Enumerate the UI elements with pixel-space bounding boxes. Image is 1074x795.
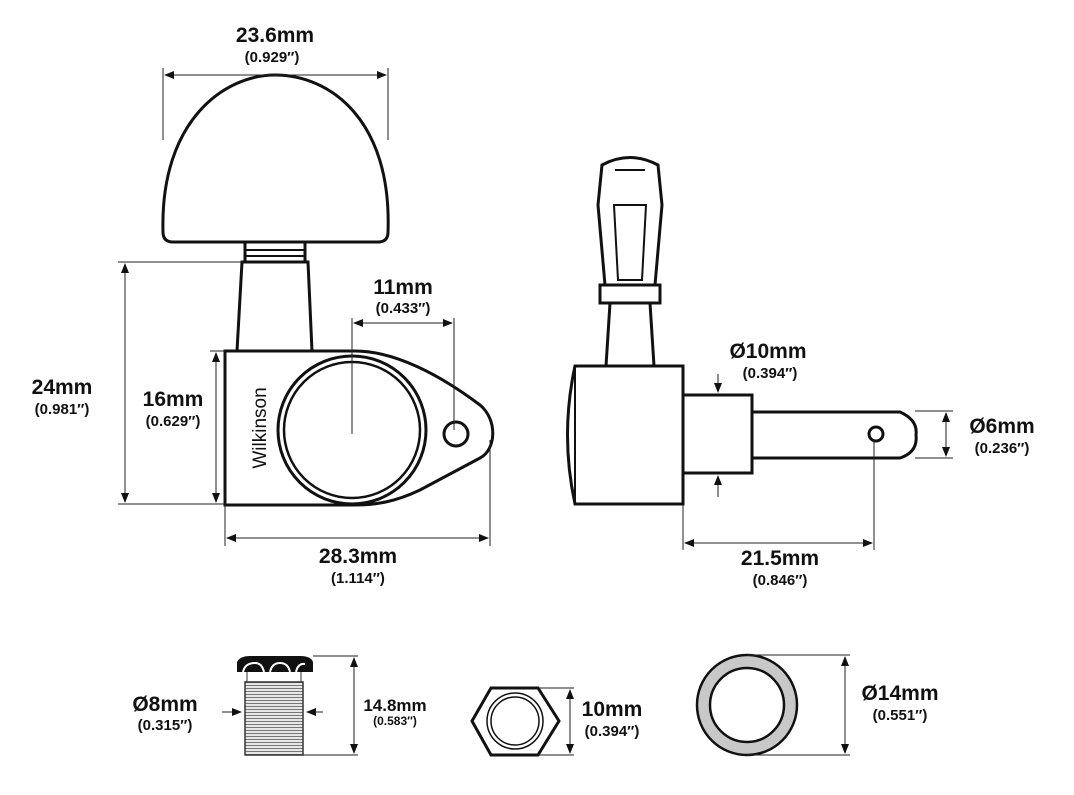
total-height-mm: 24mm: [32, 376, 93, 399]
nut-size-in: (0.394″): [585, 723, 640, 740]
front-view: Wilkinson 23.6mm (0.929″) 24mm (0.981″) …: [32, 24, 495, 587]
washer-dia-in: (0.551″): [873, 707, 928, 724]
knob-side: [596, 156, 664, 287]
shaft-base-dia-mm: Ø10mm: [729, 340, 806, 363]
washer: Ø14mm (0.551″): [695, 653, 939, 757]
housing-height-in: (0.629″): [146, 413, 201, 430]
hole-spacing-in: (0.433″): [376, 300, 431, 317]
mounting-hole: [442, 420, 470, 448]
post-length-mm: 21.5mm: [741, 547, 819, 570]
total-height-in: (0.981″): [35, 401, 90, 418]
brand-label: Wilkinson: [250, 387, 271, 468]
post-dia-mm: Ø6mm: [969, 415, 1034, 438]
shaft-base-dia-in: (0.394″): [743, 365, 798, 382]
post-length-in: (0.846″): [753, 572, 808, 589]
bushing-height-mm: 14.8mm: [363, 696, 426, 715]
knob-width-mm: 23.6mm: [236, 24, 314, 47]
bushing-dia-in: (0.315″): [138, 717, 193, 734]
tuner-knob: [161, 73, 390, 244]
knob-collar-side: [598, 283, 662, 305]
bushing-threads: [244, 681, 304, 756]
hex-nut: 10mm (0.394″): [470, 686, 643, 757]
bushing: Ø8mm (0.315″) 14.8mm (0.583″): [132, 655, 427, 756]
knob-post: [235, 260, 314, 353]
housing-length-mm: 28.3mm: [319, 545, 397, 568]
shaft-base: [681, 393, 754, 475]
bushing-height-in: (0.583″): [373, 714, 417, 728]
bushing-dia-mm: Ø8mm: [132, 693, 197, 716]
knob-width-in: (0.929″): [245, 49, 300, 66]
washer-dia-mm: Ø14mm: [861, 682, 938, 705]
hole-spacing-mm: 11mm: [373, 276, 433, 299]
post-dia-in: (0.236″): [975, 440, 1030, 457]
housing-height-mm: 16mm: [143, 388, 204, 411]
knob-collar: [243, 240, 307, 264]
string-post: [750, 410, 918, 460]
string-hole: [867, 425, 885, 443]
side-view: Ø10mm (0.394″) Ø6mm (0.236″) 21.5mm (0.8…: [566, 156, 1035, 589]
nut-size-mm: 10mm: [582, 698, 643, 721]
housing-side: [566, 364, 685, 506]
housing-length-in: (1.114″): [331, 570, 385, 587]
